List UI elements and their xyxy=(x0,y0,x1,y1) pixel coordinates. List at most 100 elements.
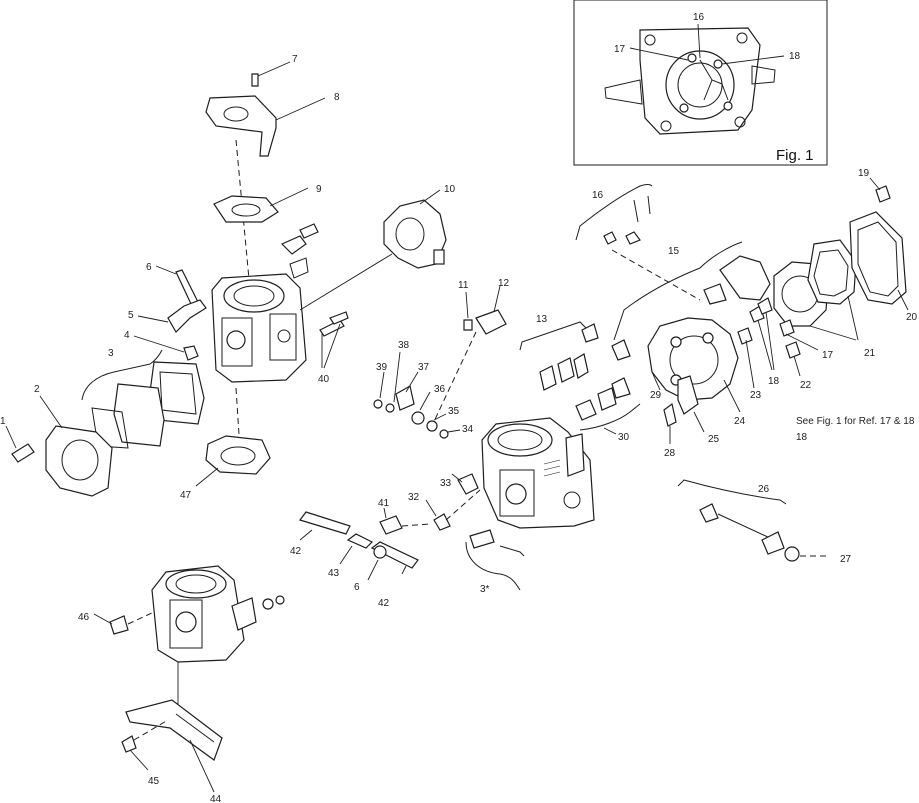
callout-44: 44 xyxy=(210,794,222,803)
part-34-nut xyxy=(439,429,449,439)
leader-21-b xyxy=(847,295,859,341)
centerline-41 xyxy=(401,523,431,527)
callout-39: 39 xyxy=(376,362,388,373)
leader-37 xyxy=(405,371,419,393)
callout-15: 15 xyxy=(668,246,680,257)
part-3star-screw xyxy=(469,529,495,549)
leader-35 xyxy=(433,413,447,421)
callout-19: 19 xyxy=(858,168,870,179)
part-44-bracket-edge xyxy=(175,713,215,743)
part-36-spring xyxy=(411,411,425,425)
middle-carburetor-group xyxy=(299,285,641,591)
lower-carb-jet xyxy=(175,611,197,633)
brace-16 xyxy=(575,184,653,241)
inset-left-nozzle xyxy=(604,79,643,105)
inset-bolt-hole-d xyxy=(734,116,746,128)
part-8-hole xyxy=(223,106,249,122)
pump-nozzle xyxy=(703,283,727,305)
callout-7: 7 xyxy=(292,54,298,65)
leader-5 xyxy=(137,315,169,323)
part-16-pin-a xyxy=(633,199,639,223)
brace-15 xyxy=(613,241,743,341)
leader-21-a xyxy=(809,325,857,341)
leader-41 xyxy=(383,507,387,519)
callout-17: 17 xyxy=(822,350,834,361)
part-37-lever xyxy=(395,385,415,411)
middle-carb-jet xyxy=(505,483,527,505)
part-35-washer xyxy=(426,420,438,432)
callout-40: 40 xyxy=(318,374,330,385)
leader-6-upper xyxy=(155,265,177,275)
leader-36 xyxy=(419,391,431,411)
part-41-cap xyxy=(379,515,403,535)
part-16-pin-b xyxy=(647,195,651,215)
callout-16: 16 xyxy=(592,190,604,201)
inset-callout-17: 17 xyxy=(614,44,626,55)
centerline-16 xyxy=(611,249,701,301)
part-7-screw xyxy=(251,73,259,87)
part-13-link-b xyxy=(557,357,575,383)
leader-39 xyxy=(379,371,385,399)
lower-carb-bore-inner xyxy=(175,574,217,594)
centerline-32 xyxy=(445,489,481,521)
leader-22 xyxy=(793,355,801,377)
leader-6-lower xyxy=(367,559,379,581)
callout-38: 38 xyxy=(398,340,410,351)
part-2-bore xyxy=(61,439,99,481)
leader-43 xyxy=(339,545,353,565)
inset-screw-c xyxy=(679,103,689,113)
part-30-link-a xyxy=(575,399,597,421)
callout-37: 37 xyxy=(418,362,430,373)
lower-carb-screw-b xyxy=(275,595,285,605)
part-3star-needle xyxy=(499,545,525,557)
upper-carb-bore xyxy=(223,279,285,313)
leader-34 xyxy=(447,429,461,433)
part-21-gasket xyxy=(807,239,857,305)
leader-11 xyxy=(465,291,469,319)
leader-20 xyxy=(897,289,909,311)
brace-3star xyxy=(465,541,521,591)
part-38-washer xyxy=(385,403,395,413)
upper-linkage-clip xyxy=(280,235,307,255)
callout-6-lower: 6 xyxy=(354,582,360,593)
leader-46 xyxy=(93,613,113,625)
part-13-link-c xyxy=(573,353,589,379)
part-44-bracket xyxy=(125,699,223,761)
part-2-intake-plate xyxy=(45,425,113,497)
callout-1: 1 xyxy=(0,416,6,427)
callout-8: 8 xyxy=(334,92,340,103)
leader-42-lower xyxy=(401,565,407,575)
callout-24: 24 xyxy=(734,416,746,427)
part-20-cover-rim xyxy=(857,221,899,297)
part-47-hole xyxy=(220,446,256,466)
part-3-gasket-b xyxy=(113,383,165,447)
part-20-cover xyxy=(849,211,907,305)
pump-cover-group xyxy=(575,177,909,562)
part-27-cap xyxy=(784,546,800,562)
leader-29 xyxy=(651,371,661,391)
part-46-screw xyxy=(109,615,129,635)
leader-38 xyxy=(393,351,401,403)
leader-40-b xyxy=(323,323,341,369)
part-3-gasket-a-window xyxy=(159,371,197,415)
callout-32: 32 xyxy=(408,492,420,503)
callout-2: 2 xyxy=(34,384,40,395)
leader-10 xyxy=(419,189,441,205)
brace-13 xyxy=(519,321,587,351)
part-21-gasket-inner xyxy=(813,249,849,297)
leader-12 xyxy=(493,285,501,313)
part-42-tube-upper xyxy=(299,511,351,535)
leader-17 xyxy=(785,333,819,351)
brace-30 xyxy=(579,403,641,431)
lower-carburetor-group xyxy=(93,565,285,793)
leader-7 xyxy=(257,61,291,77)
part-17-screw xyxy=(779,319,795,337)
inset-diaphragm xyxy=(665,50,735,120)
part-26-end-b xyxy=(761,531,785,555)
callout-41: 41 xyxy=(378,498,390,509)
inset-bolt-hole-b xyxy=(736,32,748,44)
part-32-nut xyxy=(433,513,451,531)
callout-29: 29 xyxy=(650,390,662,401)
part-29-fitting xyxy=(611,339,631,361)
inset-lever xyxy=(699,59,729,101)
